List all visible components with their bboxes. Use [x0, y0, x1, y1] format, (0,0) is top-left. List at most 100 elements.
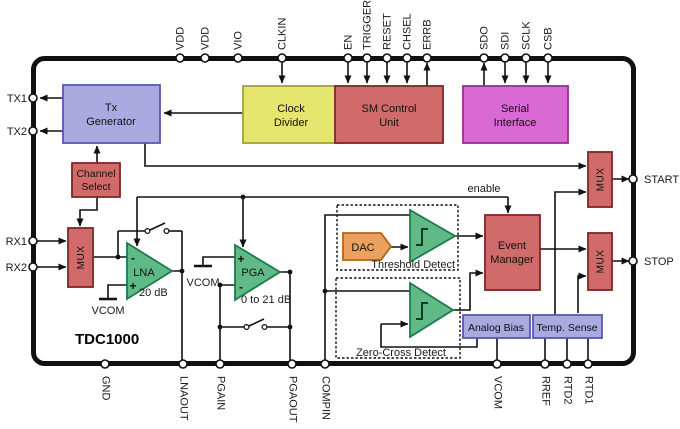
sm-control-unit-label: SM Control — [361, 103, 416, 115]
pin-label: VDD — [200, 27, 212, 50]
lna-plus-sign: + — [129, 279, 136, 293]
threshold-detect-label: Threshold Detect — [371, 259, 455, 271]
pin-label: GND — [100, 376, 112, 401]
pin-label: CLKIN — [277, 18, 289, 50]
channel-select-block — [71, 162, 121, 198]
pin-tx1 — [28, 93, 38, 103]
pin-label: CSB — [543, 27, 555, 50]
start-mux-label: MUX — [596, 168, 607, 192]
event-manager-label: Event — [498, 240, 526, 252]
temp-sense-label: Temp. Sense — [536, 322, 597, 334]
chip-boundary — [31, 56, 636, 366]
pin-label: TX1 — [7, 93, 27, 105]
pin-compin — [320, 359, 330, 369]
pin-vdd-1 — [175, 53, 185, 63]
channel-select-label: Select — [81, 181, 110, 193]
serial-interface-block — [462, 85, 569, 144]
clock-divider-label: Divider — [274, 117, 309, 129]
pin-label: CHSEL — [402, 13, 414, 50]
lna-gain-label: 20 dB — [139, 287, 168, 299]
clock-divider-label: Clock — [277, 103, 305, 115]
pga-vcom-label: VCOM — [187, 277, 220, 289]
zero-cross-comparator — [409, 281, 455, 339]
pin-lnaout — [178, 359, 188, 369]
stop-mux-block — [587, 232, 613, 291]
pin-stop — [628, 256, 638, 266]
tx-generator-block — [62, 84, 161, 144]
lna-minus-sign: - — [131, 251, 135, 265]
pin-rref — [540, 359, 550, 369]
zero-cross-detect-box — [335, 277, 461, 359]
pin-label: STOP — [644, 256, 674, 268]
clock-divider-block — [242, 85, 341, 144]
rx-mux-label: MUX — [76, 246, 87, 270]
pin-label: EN — [343, 35, 355, 50]
start-mux-block — [587, 151, 613, 208]
pin-label: RTD2 — [562, 376, 574, 405]
top-pin-labels: VDD VDD VIO CLKIN EN TRIGGER RESET CHSEL… — [175, 0, 555, 50]
tx-generator-label: Generator — [86, 116, 136, 128]
analog-bias-label: Analog Bias — [468, 322, 524, 334]
pin-chsel — [402, 53, 412, 63]
pin-vdd-2 — [200, 53, 210, 63]
pin-sclk — [521, 53, 531, 63]
pin-label: LNAOUT — [178, 376, 190, 421]
pin-label: COMPIN — [320, 376, 332, 420]
sm-control-unit-block — [334, 85, 444, 144]
pin-csb — [543, 53, 553, 63]
pin-rx1 — [28, 236, 38, 246]
pin-clkin — [277, 53, 287, 63]
pin-label: RX1 — [6, 236, 27, 248]
junction-dots — [115, 194, 328, 330]
pga-bypass-switch — [243, 323, 250, 331]
side-pin-labels: TX1 TX2 RX1 RX2 START STOP — [6, 93, 680, 274]
lna-label: LNA — [133, 267, 155, 279]
pin-label: RESET — [382, 13, 394, 50]
dac-block — [342, 232, 393, 261]
enable-label: enable — [467, 183, 500, 195]
pga-plus-sign: + — [237, 252, 244, 266]
pin-tx2 — [28, 126, 38, 136]
pin-rx2 — [28, 262, 38, 272]
pin-label: VIO — [233, 31, 245, 50]
stop-mux-label: MUX — [596, 250, 607, 274]
pin-pgaout — [287, 359, 297, 369]
pin-label: SCLK — [521, 21, 533, 50]
lna-amplifier — [126, 241, 174, 301]
pin-label: RREF — [540, 376, 552, 406]
pin-label: PGAOUT — [287, 376, 299, 423]
event-manager-label: Manager — [490, 254, 534, 266]
dac-label: DAC — [351, 242, 374, 254]
channel-select-label: Channel — [76, 168, 115, 180]
lna-vcom-label: VCOM — [92, 305, 125, 317]
pin-sdo — [479, 53, 489, 63]
arrow-wires — [37, 62, 630, 328]
zero-cross-detect-label: Zero-Cross Detect — [356, 347, 446, 359]
pin-sdi — [500, 53, 510, 63]
device-title: TDC1000 — [75, 331, 139, 348]
event-manager-block — [484, 214, 541, 291]
hysteresis-icon — [416, 302, 428, 320]
pin-reset — [382, 53, 392, 63]
pin-label: TX2 — [7, 126, 27, 138]
lna-bypass-switch — [144, 227, 151, 235]
pin-label: PGAIN — [215, 376, 227, 410]
analog-bias-block — [462, 314, 531, 339]
pin-start — [628, 174, 638, 184]
pin-label: SDO — [479, 26, 491, 50]
serial-interface-label: Interface — [494, 117, 537, 129]
pin-gnd — [100, 359, 110, 369]
temp-sense-block — [532, 314, 603, 339]
bottom-pin-labels: GND LNAOUT PGAIN PGAOUT COMPIN VCOM RREF… — [100, 376, 595, 423]
pin-label: RX2 — [6, 262, 27, 274]
tx-generator-label: Tx — [105, 102, 118, 114]
serial-interface-label: Serial — [501, 103, 529, 115]
pin-vio — [233, 53, 243, 63]
pga-minus-sign: - — [239, 280, 243, 294]
pga-amplifier — [234, 243, 282, 302]
pga-label: PGA — [241, 267, 265, 279]
hysteresis-icon — [416, 228, 428, 246]
pin-label: START — [644, 174, 679, 186]
